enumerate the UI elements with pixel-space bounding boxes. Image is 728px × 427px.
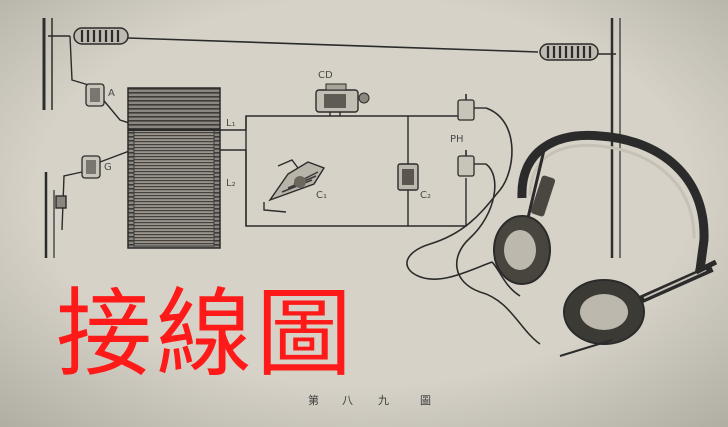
caption-first: 第 xyxy=(308,394,333,407)
caption-eight: 八 xyxy=(342,394,367,407)
terminal-a-icon xyxy=(85,83,105,107)
caption-nine: 九 xyxy=(378,394,403,407)
page-title: 接線圖 xyxy=(56,278,356,390)
aerial-wire xyxy=(48,35,616,55)
coil-icon xyxy=(127,87,221,249)
label-c1: C₁ xyxy=(316,190,327,201)
left-mast xyxy=(42,18,53,110)
label-cd: CD xyxy=(318,70,333,81)
crystal-detector-icon xyxy=(315,83,370,113)
label-c2: C₂ xyxy=(420,190,431,201)
label-g: G xyxy=(104,162,112,173)
caption-fig: 圖 xyxy=(420,394,445,407)
headphones-icon xyxy=(493,130,718,357)
label-ph: PH xyxy=(450,134,464,145)
label-l1: L₁ xyxy=(226,118,236,129)
variable-capacitor-icon xyxy=(268,159,326,202)
phone-terminal-top-icon xyxy=(457,94,486,121)
label-l2: L₂ xyxy=(226,178,236,189)
label-a: A xyxy=(108,88,115,99)
headphone-cord xyxy=(406,107,541,345)
fixed-capacitor-icon xyxy=(397,163,419,191)
phone-terminal-bottom-icon xyxy=(457,150,486,177)
terminal-g-icon xyxy=(81,155,101,179)
circuit-wiring xyxy=(220,96,468,227)
ground-wire xyxy=(44,149,133,258)
right-insulator-icon xyxy=(539,43,599,61)
left-insulator-icon xyxy=(73,27,129,45)
